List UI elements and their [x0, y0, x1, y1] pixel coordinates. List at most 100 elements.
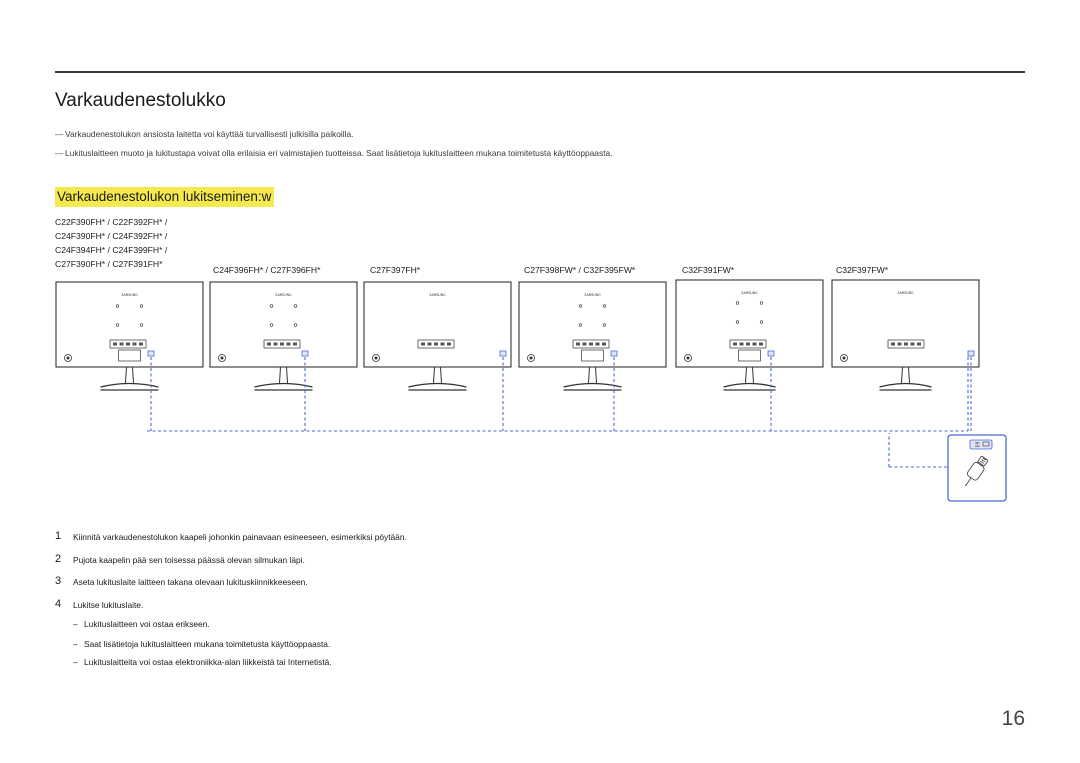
- lock-inset: ⚿: [888, 433, 1007, 502]
- screw-hole: [735, 320, 740, 324]
- lock-slot-marker: [767, 350, 775, 357]
- screw-hole: [115, 304, 120, 308]
- port: [897, 342, 902, 346]
- port: [733, 342, 737, 346]
- screw-hole: [293, 323, 298, 327]
- sub-note: Lukituslaitteen voi ostaa erikseen.: [84, 619, 210, 629]
- lock-slot-marker: [301, 350, 309, 357]
- stand-neck: [745, 366, 754, 384]
- port: [447, 342, 451, 346]
- step-number: 1: [55, 530, 62, 542]
- port-panel: [887, 339, 925, 349]
- screw-hole: [602, 323, 607, 327]
- port: [910, 342, 915, 346]
- power-button-dot: [66, 356, 70, 360]
- model-label-4: C27F398FW* / C32F395FW*: [524, 265, 636, 275]
- lock-slot-marker: [499, 350, 507, 357]
- monitor-body: [518, 281, 667, 368]
- screw-hole: [269, 323, 274, 327]
- monitor-back-6: SAMSUNG: [831, 279, 980, 431]
- monitor-body: [675, 279, 824, 368]
- power-button: [684, 354, 692, 362]
- monitor-body: [209, 281, 358, 368]
- power-button: [218, 354, 226, 362]
- stand-base: [879, 382, 932, 388]
- screw-hole: [293, 304, 298, 308]
- step-text: Aseta lukituslaite laitteen takana oleva…: [73, 577, 308, 587]
- step-number: 3: [55, 575, 62, 587]
- model-label-1: C22F390FH* / C22F392FH* / C24F390FH* / C…: [55, 217, 167, 270]
- note-marker: ―: [55, 148, 64, 158]
- port: [746, 342, 750, 346]
- port: [119, 342, 124, 346]
- port: [440, 342, 445, 346]
- stand-neck: [125, 366, 134, 384]
- brand-logo: SAMSUNG: [429, 293, 446, 297]
- screw-hole: [269, 304, 274, 308]
- screw-hole: [139, 304, 144, 308]
- stand-neck: [279, 366, 288, 384]
- monitor-body: [831, 279, 980, 368]
- page-number: 16: [1001, 707, 1025, 730]
- port: [293, 342, 297, 346]
- screw-hole: [578, 304, 583, 308]
- monitor-body: [55, 281, 204, 368]
- stand-neck: [588, 366, 597, 384]
- port: [286, 342, 291, 346]
- step-text: Kiinnitä varkaudenestolukon kaapeli joho…: [73, 532, 407, 542]
- port: [759, 342, 763, 346]
- stand-base: [408, 382, 467, 388]
- port: [273, 342, 278, 346]
- port: [917, 342, 921, 346]
- top-rule: [55, 71, 1025, 73]
- brand-logo: SAMSUNG: [275, 293, 292, 297]
- sub-note: Saat lisätietoja lukituslaitteen mukana …: [84, 639, 331, 649]
- model-label-2: C24F396FH* / C27F396FH*: [213, 265, 321, 275]
- port: [904, 342, 908, 346]
- model-label-5: C32F391FW*: [682, 265, 735, 275]
- stand-base: [723, 382, 776, 388]
- lock-slot-marker: [610, 350, 618, 357]
- monitor-back-5: SAMSUNG: [675, 279, 824, 431]
- model-label-3: C27F397FH*: [370, 265, 421, 275]
- port: [126, 342, 130, 346]
- port: [891, 342, 895, 346]
- step-number: 4: [55, 598, 62, 610]
- section-heading: Varkaudenestolukon lukitseminen:w: [55, 187, 275, 207]
- power-button-dot: [374, 356, 378, 360]
- model-line: C24F390FH* / C24F392FH* /: [55, 231, 168, 241]
- port: [739, 342, 744, 346]
- port-panel: [729, 339, 767, 349]
- monitor-back-3: SAMSUNG: [363, 281, 512, 431]
- power-button: [527, 354, 535, 362]
- monitor-back-4: SAMSUNG: [518, 281, 667, 431]
- model-line: C22F390FH* / C22F392FH* /: [55, 217, 168, 227]
- port: [280, 342, 284, 346]
- sub-marker: –: [73, 639, 78, 649]
- port: [589, 342, 593, 346]
- sub-marker: –: [73, 619, 78, 629]
- port: [434, 342, 438, 346]
- power-button-dot: [686, 356, 690, 360]
- power-button-dot: [842, 356, 846, 360]
- port: [427, 342, 432, 346]
- port: [582, 342, 587, 346]
- lock-detail-box: [947, 434, 1007, 502]
- note-2: ―Lukituslaitteen muoto ja lukitustapa vo…: [55, 148, 612, 158]
- brand-logo: SAMSUNG: [741, 291, 758, 295]
- step-number: 2: [55, 553, 62, 565]
- stand-hinge: [738, 349, 761, 362]
- note-text: Varkaudenestolukon ansiosta laitetta voi…: [65, 129, 354, 139]
- lock-slot-marker: [967, 350, 975, 357]
- port: [752, 342, 757, 346]
- port: [595, 342, 600, 346]
- note-marker: ―: [55, 129, 64, 139]
- stand-neck: [901, 366, 910, 384]
- power-button-dot: [529, 356, 533, 360]
- note-1: ―Varkaudenestolukon ansiosta laitetta vo…: [55, 129, 353, 139]
- screw-hole: [759, 301, 764, 305]
- port-panel: [263, 339, 301, 349]
- port: [576, 342, 580, 346]
- note-text: Lukituslaitteen muoto ja lukitustapa voi…: [65, 148, 613, 158]
- port: [113, 342, 117, 346]
